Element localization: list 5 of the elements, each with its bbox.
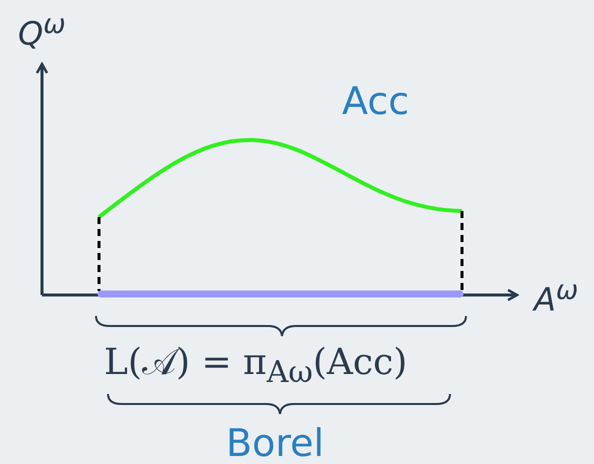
formula: L(𝒜) = π$_{Aω}$(Acc): [104, 345, 408, 388]
axis-label: Q$^{ω}$: [18, 12, 66, 50]
axis-label: A$^{ω}$: [534, 278, 578, 316]
curve-label: Acc: [342, 82, 410, 120]
brace-label: Borel: [226, 424, 324, 462]
